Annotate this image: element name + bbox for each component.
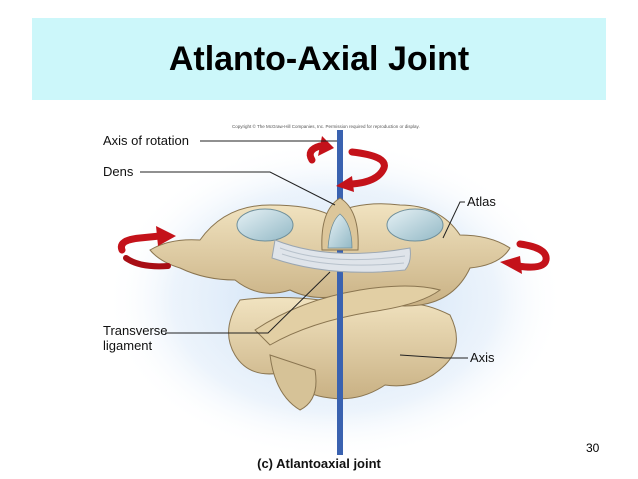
top-arrow-head-2 bbox=[336, 176, 354, 192]
left-facet-cartilage bbox=[236, 208, 294, 242]
label-dens: Dens bbox=[103, 164, 134, 179]
right-rotation-arrow bbox=[500, 240, 550, 274]
atlas-posterior-arch bbox=[254, 285, 442, 346]
transverse-ligament-shape bbox=[271, 239, 411, 273]
label-atlas: Atlas bbox=[467, 194, 496, 209]
label-axis: Axis bbox=[470, 350, 495, 365]
axis-spinous-process bbox=[269, 354, 317, 411]
dens-cartilage bbox=[327, 213, 353, 249]
label-axis-of-rotation: Axis of rotation bbox=[103, 133, 189, 148]
label-ligament: ligament bbox=[103, 338, 153, 353]
leader-lines bbox=[140, 140, 468, 359]
page-number: 30 bbox=[586, 441, 600, 455]
left-rotation-arrow bbox=[117, 226, 176, 270]
figure-caption: (c) Atlantoaxial joint bbox=[257, 456, 381, 471]
title-band: Atlanto-Axial Joint bbox=[32, 18, 606, 100]
transverse-ligament-fibers bbox=[279, 247, 406, 266]
copyright-notice: Copyright © The McGraw-Hill Companies, I… bbox=[232, 124, 420, 129]
slide-title: Atlanto-Axial Joint bbox=[168, 40, 470, 78]
rotation-axis-rod bbox=[337, 130, 343, 455]
top-rotation-arrow bbox=[306, 142, 388, 188]
label-transverse: Transverse bbox=[103, 323, 168, 338]
right-facet-cartilage bbox=[386, 208, 444, 242]
